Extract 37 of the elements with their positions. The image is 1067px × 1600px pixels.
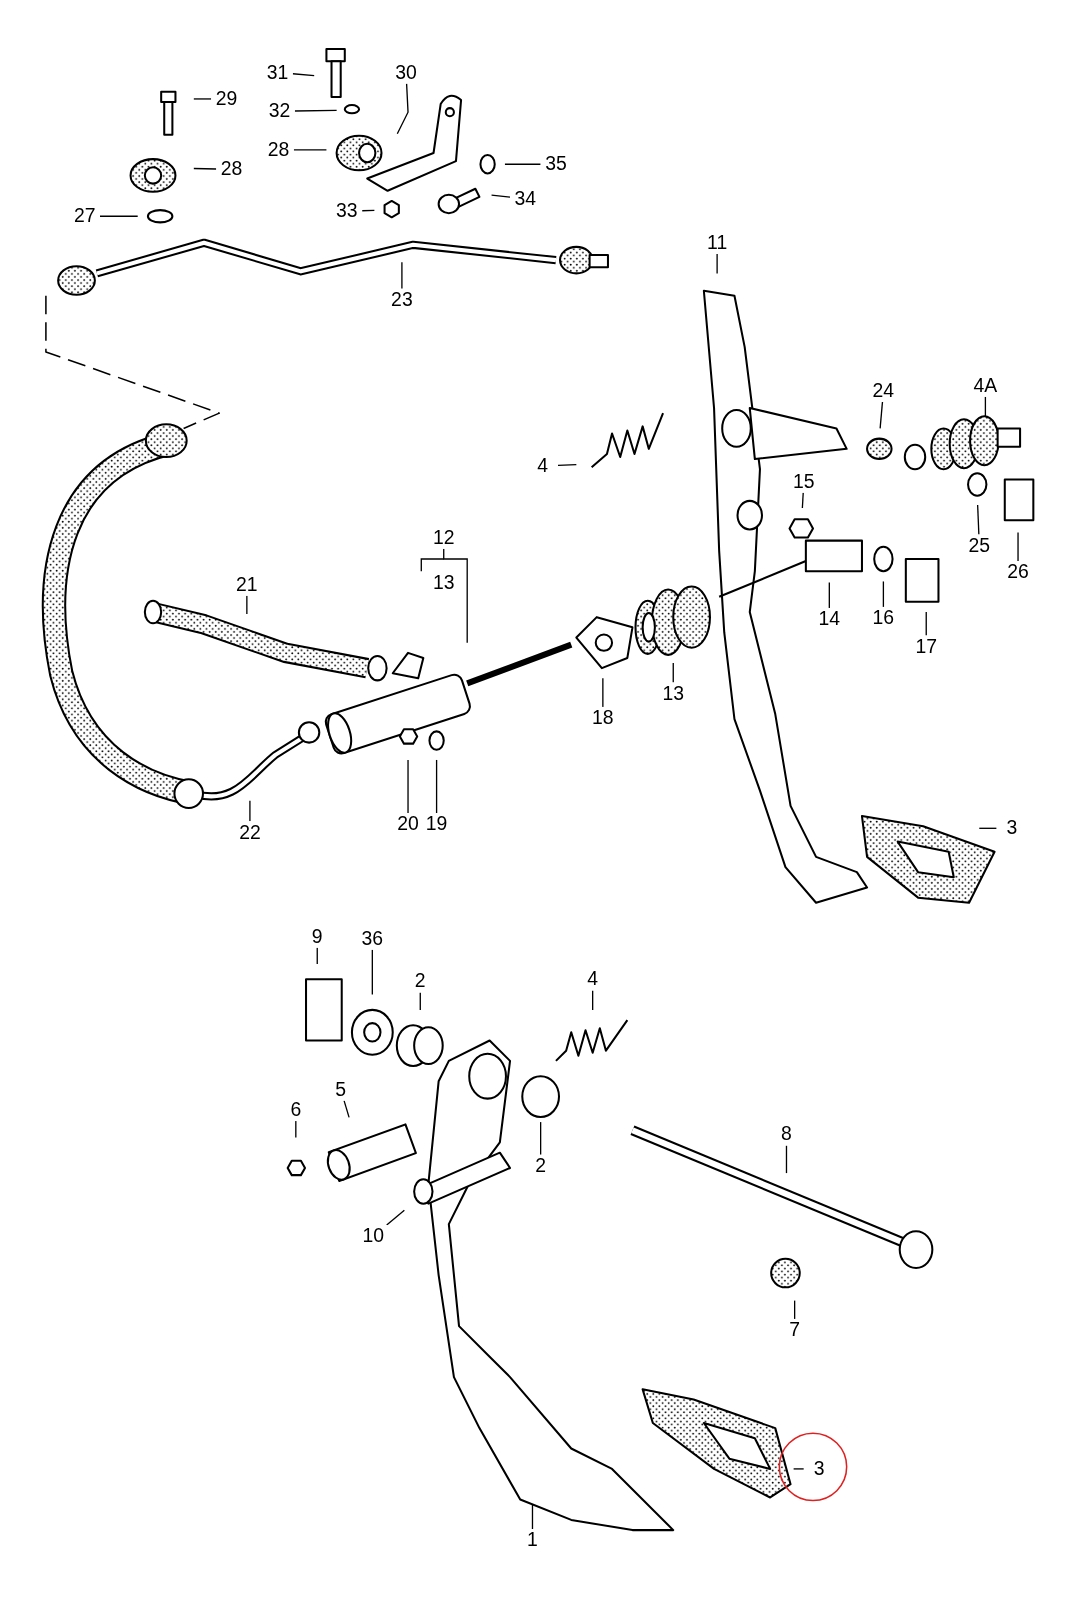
leader-line bbox=[716, 253, 718, 275]
leader-line bbox=[672, 662, 674, 684]
leader-line bbox=[99, 215, 139, 217]
leader-line bbox=[293, 149, 328, 151]
leader-line bbox=[602, 677, 604, 708]
leader-line bbox=[792, 1468, 805, 1470]
leader-line bbox=[539, 1121, 542, 1156]
leader-line bbox=[801, 492, 804, 509]
leader-line bbox=[193, 167, 217, 170]
leader-line bbox=[435, 759, 438, 814]
leader-line bbox=[984, 396, 987, 417]
leader-line bbox=[292, 73, 315, 77]
leader-line bbox=[1017, 531, 1019, 562]
leader-line bbox=[386, 1209, 406, 1226]
leader-line bbox=[976, 504, 980, 536]
leader-line bbox=[504, 163, 542, 165]
leader-line bbox=[343, 1100, 350, 1119]
leader-line bbox=[401, 261, 403, 290]
leader-line bbox=[793, 1299, 796, 1320]
leader-line bbox=[557, 463, 577, 467]
leader-line bbox=[882, 580, 885, 608]
leader-line bbox=[828, 581, 830, 609]
leader-line bbox=[978, 827, 998, 829]
leader-line bbox=[785, 1144, 788, 1174]
leader-line bbox=[407, 759, 409, 814]
leader-line bbox=[879, 401, 884, 430]
leader-line bbox=[531, 1503, 534, 1530]
leader-line bbox=[246, 595, 248, 615]
leader-line bbox=[396, 83, 409, 135]
leader-line bbox=[925, 611, 927, 637]
leader-line bbox=[443, 548, 468, 644]
leader-line bbox=[490, 194, 511, 198]
leader-line bbox=[249, 800, 251, 822]
leader-line bbox=[193, 98, 212, 100]
leader-line bbox=[371, 949, 373, 996]
leader-line bbox=[294, 109, 338, 112]
leader-line bbox=[592, 989, 594, 1011]
